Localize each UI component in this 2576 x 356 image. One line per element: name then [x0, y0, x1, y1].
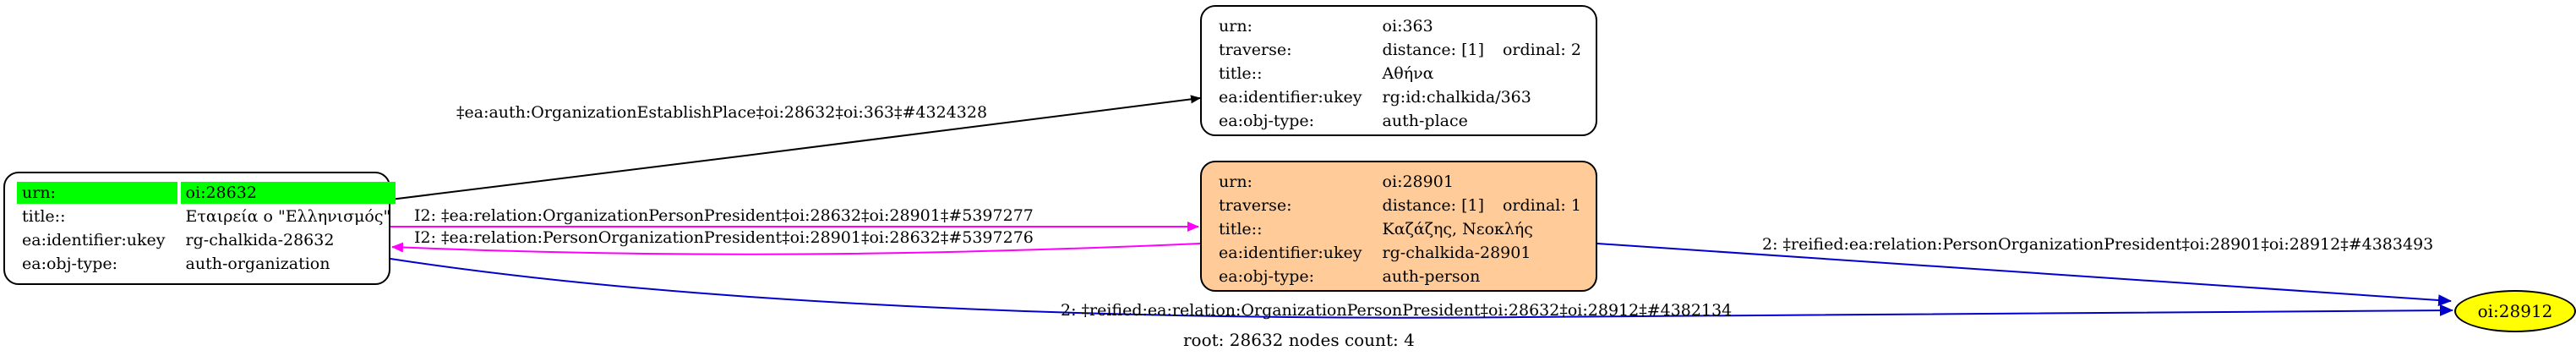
row-value: Καζάζης, Νεοκλής: [1382, 220, 1533, 238]
row-key: title::: [1219, 64, 1263, 83]
row-key: ea:obj-type:: [1219, 112, 1315, 130]
node-row-urn: urn: oi:363: [1214, 15, 1586, 37]
row-key: ea:identifier:ukey: [1219, 244, 1362, 262]
edge-label-org-to-ellipse: 2: ‡reified:ea:relation:OrganizationPers…: [1061, 301, 1733, 320]
node-row-title: title:: Καζάζης, Νεοκλής: [1214, 218, 1586, 240]
node-ellipse[interactable]: oi:28912: [2454, 290, 2576, 332]
ordinal-value: ordinal: 2: [1502, 41, 1581, 59]
graph-footer: root: 28632 nodes count: 4: [1183, 330, 1415, 350]
row-value: oi:28632: [180, 182, 396, 204]
edge-org-to-place: [390, 95, 1201, 200]
row-value: auth-place: [1382, 112, 1468, 130]
row-value: rg-chalkida-28632: [185, 231, 335, 249]
row-value: Αθήνα: [1382, 64, 1434, 83]
node-organization[interactable]: urn: oi:28632 title:: Εταιρεία ο "Ελληνι…: [3, 172, 396, 285]
row-value: oi:28901: [1382, 173, 1454, 191]
node-row-title: title:: Αθήνα: [1214, 63, 1586, 85]
row-key: ea:obj-type:: [22, 255, 118, 273]
ordinal-value: ordinal: 1: [1502, 196, 1581, 215]
distance-value: distance: [1]: [1382, 196, 1484, 215]
edge-label-org-to-person: I2: ‡ea:relation:OrganizationPersonPresi…: [414, 206, 1034, 225]
row-value: distance: [1] ordinal: 2: [1378, 39, 1586, 61]
row-value: rg:id:chalkida/363: [1382, 88, 1531, 107]
node-row-objtype: ea:obj-type: auth-organization: [17, 253, 396, 275]
edge-label-person-to-org: I2: ‡ea:relation:PersonOrganizationPresi…: [414, 228, 1034, 247]
row-key: title::: [1219, 220, 1263, 238]
edge-label-org-to-place: ‡ea:auth:OrganizationEstablishPlace‡oi:2…: [456, 103, 988, 122]
node-row-title: title:: Εταιρεία ο "Ελληνισμός": [17, 205, 396, 227]
row-value: distance: [1] ordinal: 1: [1378, 194, 1586, 216]
row-value: oi:363: [1382, 17, 1433, 36]
node-row-traverse: traverse: distance: [1] ordinal: 1: [1214, 194, 1586, 216]
node-place[interactable]: urn: oi:363 traverse: distance: [1] ordin…: [1200, 5, 1597, 136]
row-value: auth-person: [1382, 267, 1481, 286]
distance-value: distance: [1]: [1382, 41, 1484, 59]
row-value: rg-chalkida-28901: [1382, 244, 1531, 262]
node-person[interactable]: urn: oi:28901 traverse: distance: [1] ord…: [1200, 161, 1597, 292]
node-row-objtype: ea:obj-type: auth-person: [1214, 266, 1586, 288]
row-key: urn:: [1219, 17, 1253, 36]
edge-person-to-org: [391, 242, 1201, 255]
graph-canvas: [390, 95, 2453, 319]
row-key: traverse:: [1219, 41, 1292, 59]
ellipse-label: oi:28912: [2477, 301, 2553, 321]
node-row-objtype: ea:obj-type: auth-place: [1214, 110, 1586, 132]
node-row-urn: urn: oi:28901: [1214, 171, 1586, 193]
edge-label-person-to-ellipse: 2: ‡reified:ea:relation:PersonOrganizati…: [1762, 235, 2434, 254]
node-row-urn: urn: oi:28632: [17, 182, 396, 204]
row-value: Εταιρεία ο "Ελληνισμός": [185, 207, 391, 226]
row-key: ea:identifier:ukey: [1219, 88, 1362, 107]
node-row-ukey: ea:identifier:ukey rg-chalkida-28901: [1214, 242, 1586, 264]
row-key: ea:identifier:ukey: [22, 231, 166, 249]
node-row-ukey: ea:identifier:ukey rg-chalkida-28632: [17, 229, 396, 251]
row-value: auth-organization: [185, 255, 330, 273]
row-key: title::: [22, 207, 66, 226]
node-row-traverse: traverse: distance: [1] ordinal: 2: [1214, 39, 1586, 61]
row-key: traverse:: [1219, 196, 1292, 215]
row-key: ea:obj-type:: [1219, 267, 1315, 286]
row-key: urn:: [17, 182, 177, 204]
row-key: urn:: [1219, 173, 1253, 191]
node-row-ukey: ea:identifier:ukey rg:id:chalkida/363: [1214, 86, 1586, 108]
